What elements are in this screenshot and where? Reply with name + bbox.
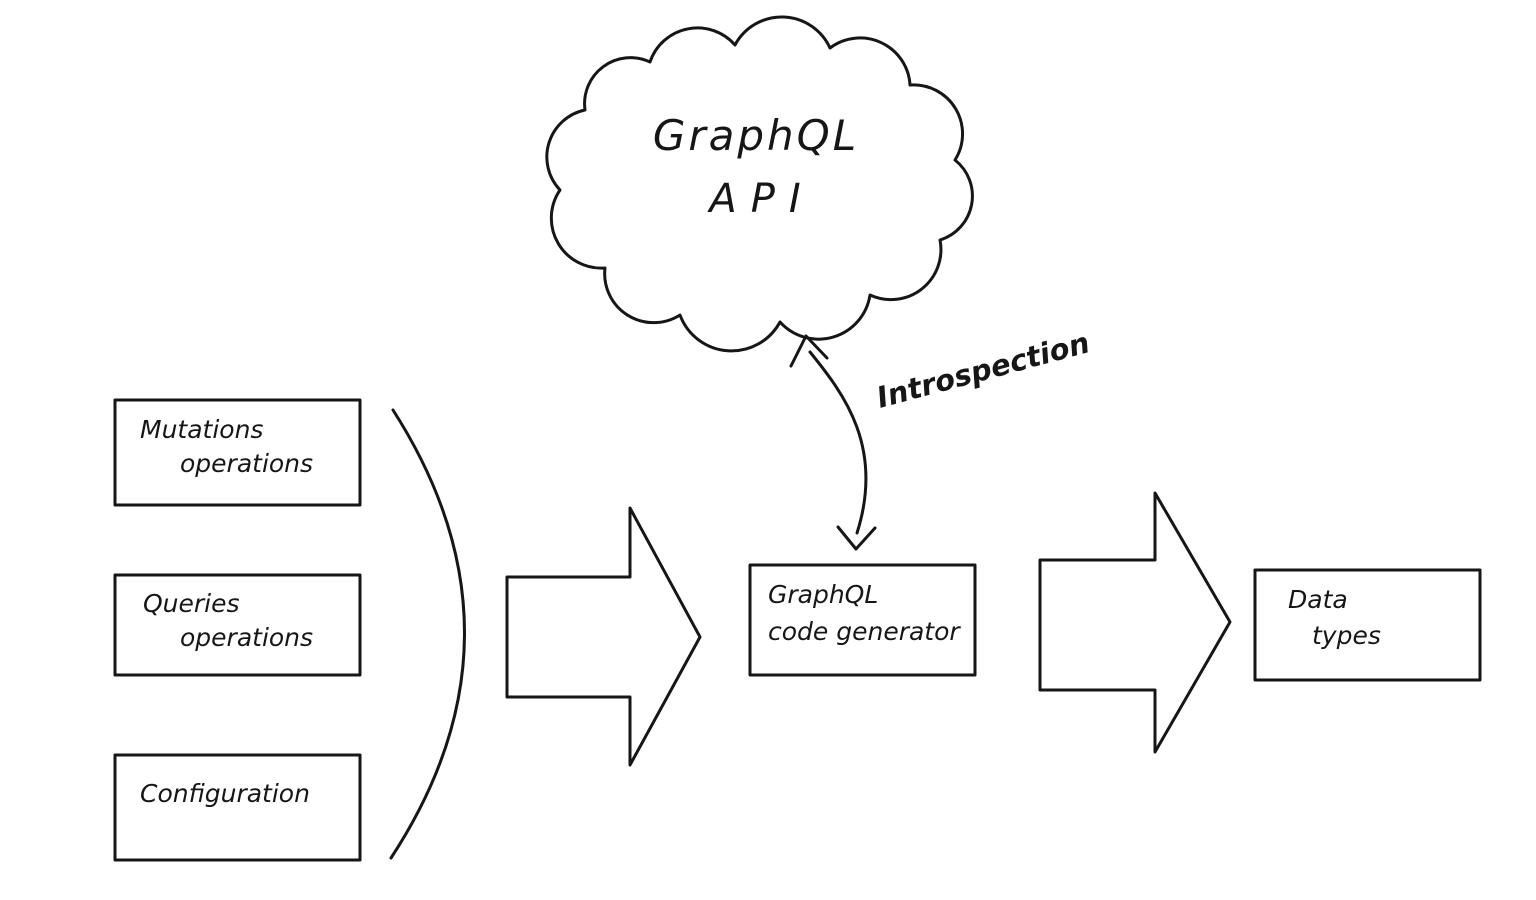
cloud-label-line2: API bbox=[706, 176, 814, 222]
cloud-label-line1: GraphQL bbox=[653, 111, 859, 160]
data-types-line2: types bbox=[1312, 621, 1381, 650]
input-brace bbox=[389, 408, 466, 860]
mutations-line2: operations bbox=[180, 449, 313, 478]
generator-box: GraphQL code generator bbox=[748, 563, 977, 677]
mutations-box: Mutations operations bbox=[113, 398, 362, 507]
mutations-line1: Mutations bbox=[140, 415, 263, 444]
queries-box: Queries operations bbox=[113, 573, 362, 677]
data-types-line1: Data bbox=[1288, 585, 1348, 614]
graphql-api-cloud bbox=[545, 15, 974, 353]
introspection-arrow bbox=[808, 350, 868, 535]
queries-line2: operations bbox=[180, 623, 313, 652]
queries-line1: Queries bbox=[143, 589, 240, 618]
flow-arrow-inputs-to-generator bbox=[505, 506, 702, 767]
generator-line1: GraphQL bbox=[768, 580, 878, 609]
generator-line2: code generator bbox=[768, 617, 961, 646]
flow-arrow-generator-to-types bbox=[1038, 491, 1232, 754]
arrowhead-down-icon bbox=[836, 525, 877, 551]
data-types-box: Data types bbox=[1253, 568, 1482, 682]
configuration-line1: Configuration bbox=[140, 779, 310, 808]
arrowhead-up-icon bbox=[789, 334, 829, 368]
configuration-box: Configuration bbox=[113, 753, 362, 862]
introspection-label: Introspection bbox=[873, 325, 1093, 414]
